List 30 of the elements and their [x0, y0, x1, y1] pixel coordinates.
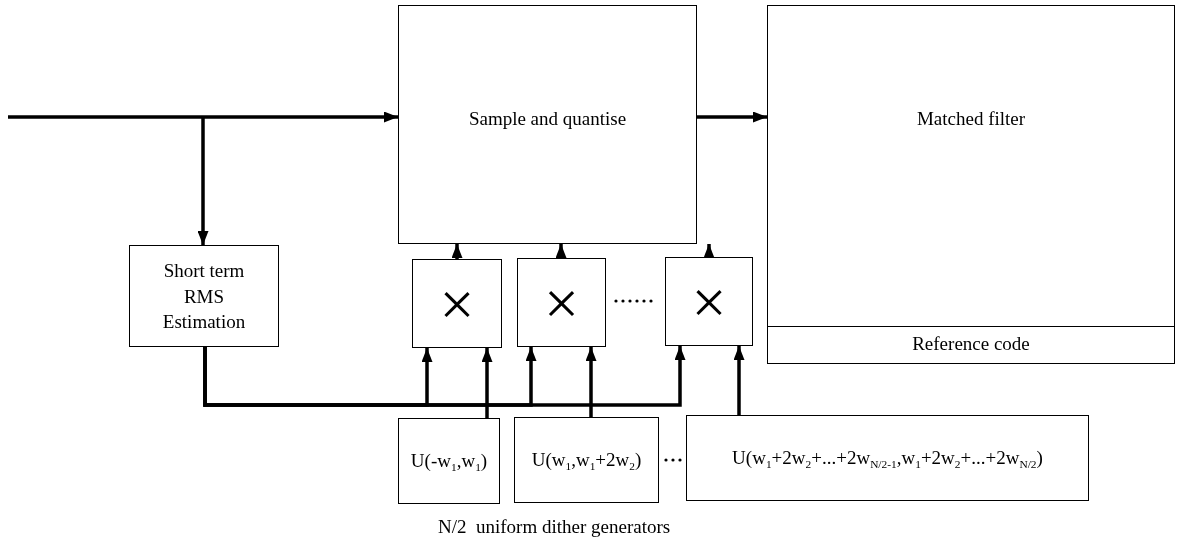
arrow — [8, 111, 398, 123]
block-label: Sample and quantise — [467, 107, 628, 131]
arrow — [203, 346, 686, 407]
block-label: U(w$_{1}$,w$_{1}$+2w$_{2}$) — [530, 448, 643, 473]
arrow — [451, 244, 463, 259]
arrow — [697, 111, 767, 123]
generator-box — [686, 415, 1089, 501]
arrow — [733, 346, 745, 415]
block-label: U(-w$_{1}$,w$_{1}$) — [409, 449, 489, 474]
multiplier-box — [517, 258, 606, 347]
arrow — [585, 347, 597, 417]
multiplier-box — [412, 259, 502, 348]
arrow — [197, 117, 209, 245]
block-label: Short term RMS Estimation — [161, 258, 247, 334]
multiply-sign: × — [543, 271, 580, 334]
process-box — [129, 245, 279, 347]
process-box — [767, 5, 1175, 364]
block-label: Reference code — [911, 332, 1031, 357]
caption-label: N/2 uniform dither generators — [438, 516, 671, 538]
block-label: Matched filter — [915, 107, 1027, 131]
multiplier-box — [665, 257, 753, 346]
block-label: U(w$_{1}$+2w$_{2}$+...+2w$_{N/2-1}$,w$_{1}$+2w$_{2}$+...+2w$_{N/2}$) — [731, 446, 1044, 471]
arrow — [555, 244, 567, 258]
arrow — [703, 244, 715, 258]
multiply-sign: × — [690, 270, 728, 333]
multiply-sign: × — [438, 272, 476, 335]
generator-box — [514, 417, 659, 503]
generator-box — [398, 418, 500, 504]
process-box — [398, 5, 697, 244]
arrow — [481, 348, 493, 418]
